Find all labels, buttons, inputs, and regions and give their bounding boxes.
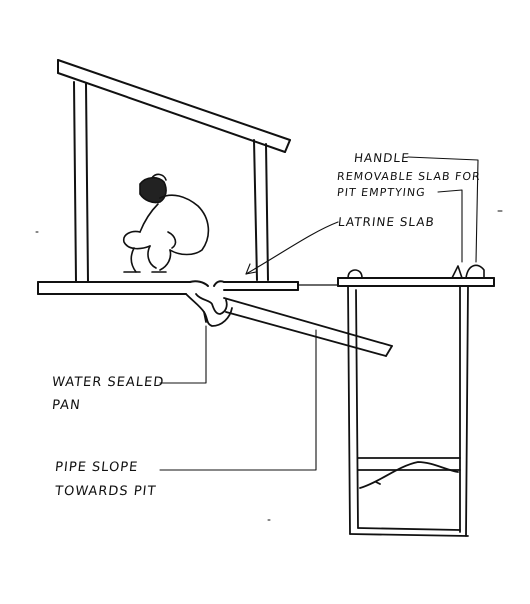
latrine-slab-label: LATRINE SLAB: [337, 215, 436, 229]
shelter-post-left: [73, 81, 89, 283]
water-sealed-pan-label-line2: PAN: [51, 398, 82, 413]
pipe-slope-label-line2: TOWARDS PIT: [54, 484, 158, 499]
leader-lines: [159, 156, 479, 471]
water-sealed-pan: [185, 293, 233, 327]
water-sealed-pan-label-line1: WATER SEALED: [51, 375, 166, 390]
handle-label: HANDLE: [353, 151, 411, 165]
slab-handle: [347, 264, 485, 279]
squatting-person: [122, 173, 210, 273]
leach-pit: [347, 285, 469, 537]
stray-marks: [35, 210, 503, 521]
connecting-pipe: [223, 297, 393, 357]
removable-slab-label-line2: PIT EMPTYING: [336, 186, 427, 199]
shelter-post-right: [253, 139, 269, 281]
shelter-roof: [57, 59, 291, 153]
removable-slab: [337, 277, 495, 287]
removable-slab-label-line1: REMOVABLE SLAB FOR: [336, 170, 482, 183]
latrine-slab: [37, 280, 299, 295]
pipe-slope-label-line1: PIPE SLOPE: [54, 460, 140, 475]
